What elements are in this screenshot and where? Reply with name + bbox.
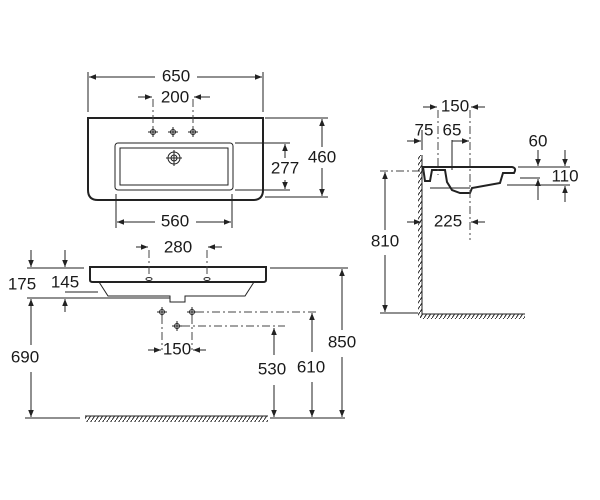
side-basin-profile: [421, 166, 517, 194]
front-view: 280 175 145 690 150 530 610: [8, 237, 356, 422]
dim-280: 280: [164, 237, 192, 256]
dim-850: 850: [328, 332, 356, 351]
dim-110: 110: [551, 166, 578, 185]
front-basin-rim: [89, 266, 267, 283]
dim-810: 810: [371, 231, 399, 250]
dim-175: 175: [8, 274, 36, 293]
dim-60: 60: [529, 131, 548, 150]
dim-150-side: 150: [441, 96, 469, 115]
dim-560: 560: [161, 211, 189, 230]
supply-hole-icons: [157, 307, 197, 331]
basin-outline: [87, 117, 264, 201]
dim-65: 65: [443, 120, 462, 139]
dim-75: 75: [415, 120, 434, 139]
floor-hatch: [85, 416, 268, 422]
dim-145: 145: [51, 272, 79, 291]
dim-690: 690: [11, 347, 39, 366]
dim-200: 200: [161, 87, 189, 106]
side-view: 150 75 65 60 110 225 810: [371, 96, 579, 319]
bowl-outline: [114, 142, 234, 191]
dim-225: 225: [434, 211, 462, 230]
front-basin-bowl: [98, 281, 255, 303]
dim-460: 460: [308, 147, 336, 166]
dim-530: 530: [258, 359, 286, 378]
bowl-inner: [119, 147, 229, 186]
tap-hole-icons: [148, 127, 198, 137]
top-view: 650 200 277 460 560: [87, 66, 336, 230]
dim-650: 650: [162, 66, 190, 85]
drain-icon: [166, 150, 182, 166]
side-floor-hatch: [420, 314, 525, 319]
wall-hatch: [418, 155, 422, 318]
dim-277: 277: [271, 158, 299, 177]
dim-150-supply: 150: [163, 339, 191, 358]
dim-610: 610: [297, 357, 325, 376]
